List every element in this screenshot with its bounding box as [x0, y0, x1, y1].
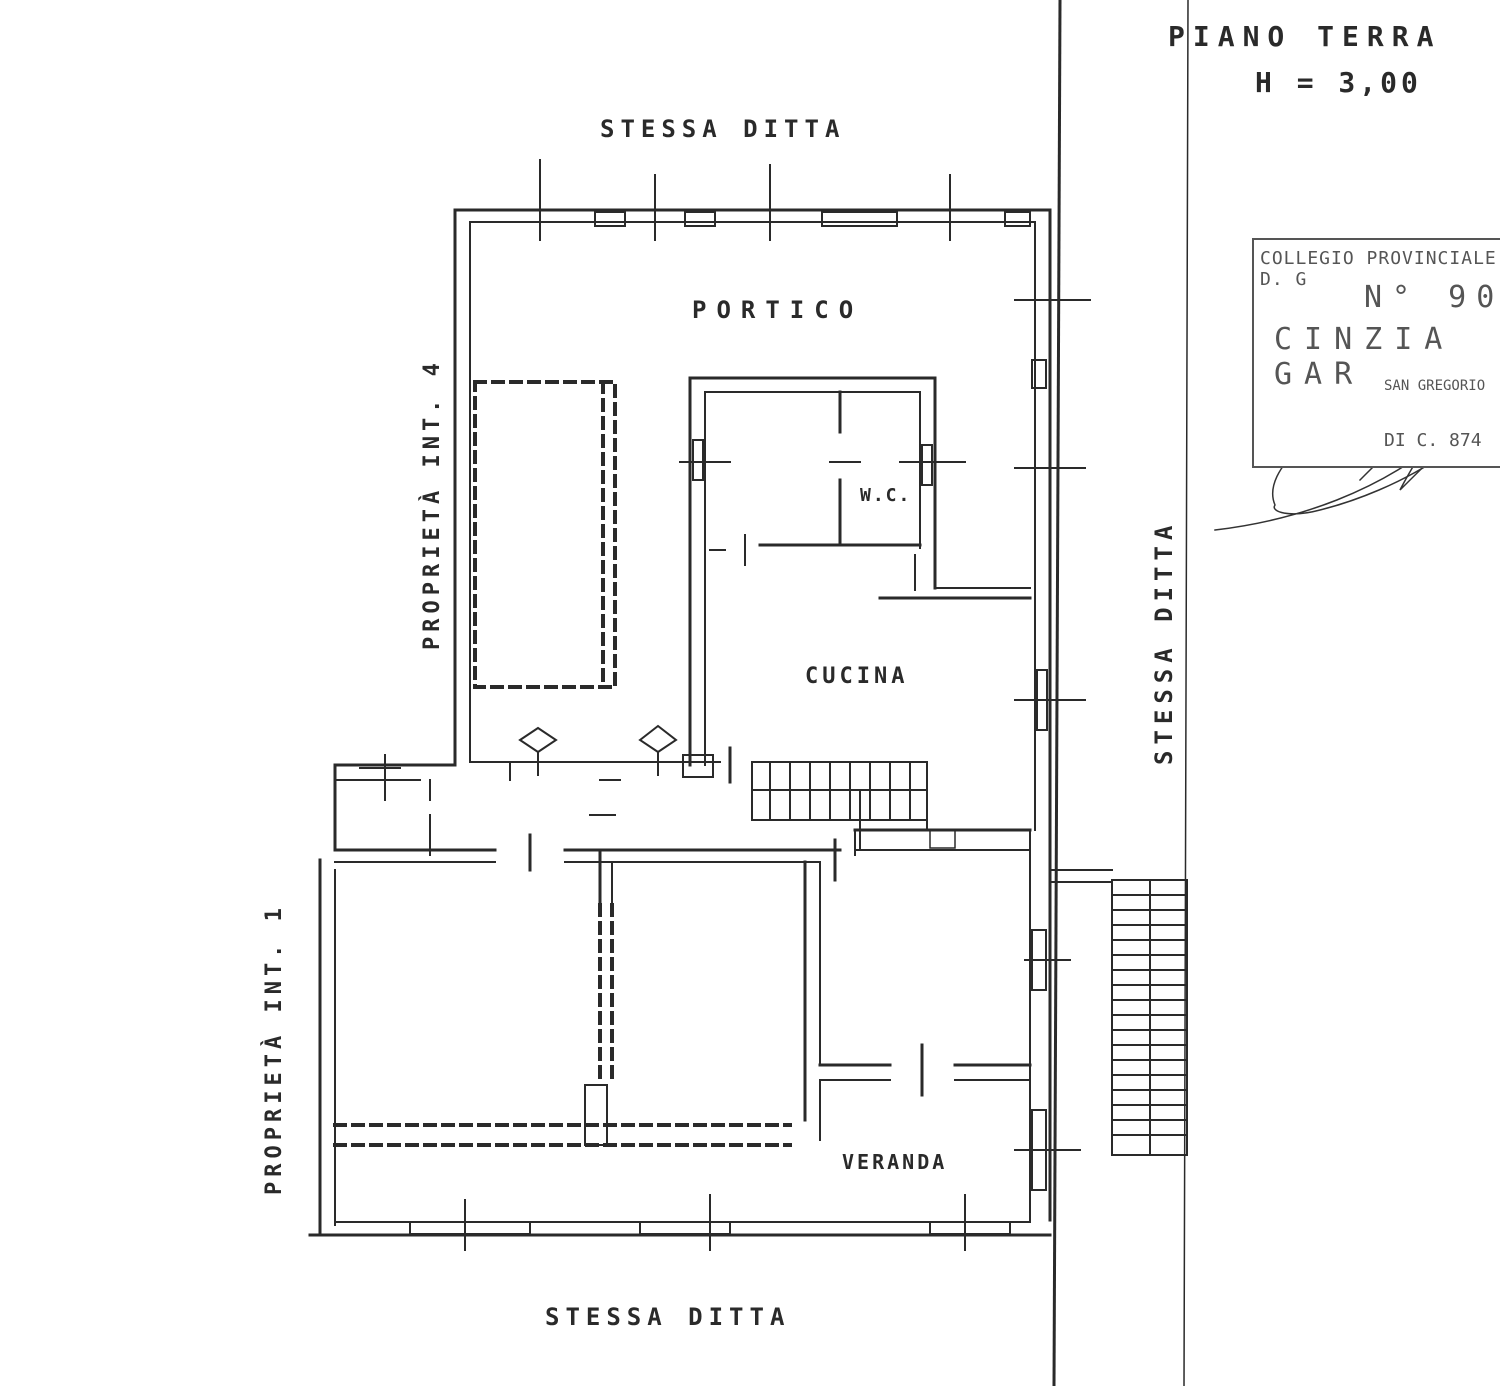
dashed-outlines	[333, 380, 792, 1147]
professional-stamp: COLLEGIO PROVINCIALE D. G N° 90 CINZIA G…	[1252, 238, 1500, 468]
stamp-line-2: N° 90	[1364, 280, 1500, 315]
stamp-line-5: DI C. 874	[1384, 430, 1482, 451]
stamp-line-1: COLLEGIO PROVINCIALE D. G	[1260, 248, 1497, 290]
bottom-window-marks	[409, 1194, 1011, 1251]
floor-title: PIANO TERRA	[1168, 20, 1442, 53]
outer-wall-left-upper	[453, 208, 471, 767]
lower-room-partitions	[584, 848, 1032, 1146]
right-wall-marks	[1014, 299, 1091, 1191]
interior-stairs	[751, 761, 928, 851]
wc-block-walls	[679, 376, 1032, 767]
outer-wall-right	[1029, 208, 1052, 1222]
neighbor-right-label: STESSA DITTA	[1150, 519, 1178, 765]
page-divider-line	[1052, 0, 1062, 1386]
corridor-fixtures	[518, 724, 678, 776]
outer-wall-top	[453, 208, 1052, 223]
room-label-wc: W.C.	[860, 485, 912, 506]
room-label-veranda: VERANDA	[842, 1150, 948, 1174]
exterior-stairs	[1049, 869, 1188, 1156]
top-window-marks	[539, 159, 1031, 241]
stamp-line-4: SAN GREGORIO	[1384, 378, 1486, 394]
outer-wall-step	[318, 761, 721, 1237]
page-divider-line-thin	[1183, 0, 1189, 1386]
room-label-portico: PORTICO	[692, 296, 864, 324]
room-label-cucina: CUCINA	[805, 664, 909, 689]
neighbor-top-label: STESSA DITTA	[600, 115, 846, 143]
neighbor-bottom-label: STESSA DITTA	[545, 1303, 791, 1331]
kitchen-bottom-wall	[853, 828, 1032, 856]
neighbor-left-lower-label: PROPRIETÀ INT. 1	[262, 903, 287, 1195]
stamp-line-3: CINZIA GAR	[1274, 322, 1455, 392]
floor-height: H = 3,00	[1255, 66, 1422, 99]
neighbor-left-upper-label: PROPRIETÀ INT. 4	[420, 358, 445, 650]
corridor-walls	[333, 746, 842, 882]
